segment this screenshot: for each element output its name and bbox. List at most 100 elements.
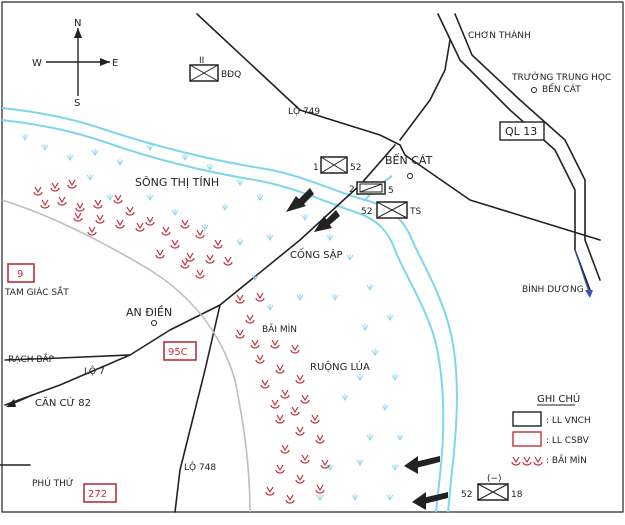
mine-mark — [255, 354, 265, 364]
mine-mark — [180, 259, 190, 269]
label-school-1: TRƯỜNG TRUNG HỌC — [511, 71, 611, 83]
vegetation-tick — [41, 144, 49, 151]
vegetation-tick — [381, 404, 389, 411]
label-tam-giac-sat: TAM GIÁC SẮT — [4, 285, 69, 298]
label-ruong-lua: RUỘNG LÚA — [310, 360, 370, 373]
label-chon-thanh: CHƠN THÀNH — [468, 29, 531, 41]
vegetation-tick — [116, 159, 124, 166]
compass-e: E — [112, 58, 118, 69]
enemy-unit-95c: 95C — [163, 341, 197, 361]
vegetation-tick — [266, 304, 274, 311]
mine-mark — [185, 252, 195, 262]
enemy-9-label: 9 — [17, 269, 23, 280]
mine-mark — [67, 179, 77, 189]
mine-mark — [180, 219, 190, 229]
enemy-272-label: 272 — [88, 489, 107, 500]
vegetation-tick — [106, 194, 114, 201]
unit-2-5: 2 5 — [349, 181, 394, 196]
legend-title: GHI CHÚ — [537, 392, 580, 405]
vegetation-tick — [386, 314, 394, 321]
vegetation-tick — [21, 134, 29, 141]
mine-mark — [320, 459, 330, 469]
vegetation-tick — [171, 209, 179, 216]
mine-mark — [235, 294, 245, 304]
unit-1-52: 1 52 — [313, 156, 361, 174]
vegetation-tick — [256, 194, 264, 201]
mine-mark — [533, 456, 543, 466]
vegetation-tick — [86, 174, 94, 181]
legend-llvnch: : LL VNCH — [546, 416, 591, 426]
mine-mark — [223, 256, 233, 266]
vegetation-tick — [266, 234, 274, 241]
unit-ts-label: TS — [409, 207, 421, 217]
mine-mark — [280, 389, 290, 399]
mine-mark — [57, 196, 67, 206]
unit-bdq: II BĐQ — [189, 56, 241, 82]
mine-mark — [300, 454, 310, 464]
unit-52b-label: 52 — [361, 207, 372, 217]
compass-n: N — [74, 18, 81, 29]
vegetation-tick — [236, 239, 244, 246]
legend: GHI CHÚ : LL VNCH : LL CSBV : BÃI MÌN — [511, 392, 591, 466]
mine-mark — [33, 186, 43, 196]
mine-mark — [235, 329, 245, 339]
mine-mark — [195, 229, 205, 239]
vegetation-tick — [356, 459, 364, 466]
mine-mark — [522, 456, 532, 466]
mine-mark — [295, 426, 305, 436]
mine-mark — [113, 194, 123, 204]
mine-mark — [161, 226, 171, 236]
unit-bdq-label: BĐQ — [221, 70, 241, 80]
mine-mark — [195, 269, 205, 279]
mine-mark — [295, 474, 305, 484]
mine-mark — [255, 292, 265, 302]
unit-52a-label: 52 — [350, 163, 361, 173]
unit-1-label: 1 — [313, 163, 319, 173]
enemy-95c-label: 95C — [168, 347, 188, 358]
vegetation-tick — [396, 434, 404, 441]
river — [1, 107, 458, 513]
unit-bdq-ii: II — [199, 56, 204, 66]
vegetation-tick — [356, 374, 364, 381]
vegetation-tick — [366, 284, 374, 291]
label-rach-bap: RẠCH BẮP — [8, 352, 55, 365]
mine-mark — [93, 199, 103, 209]
vegetation-tick — [351, 494, 359, 501]
label-cong-sap: CỐNG SẬP — [290, 247, 342, 261]
mine-mark — [285, 494, 295, 504]
mine-mark — [40, 199, 50, 209]
unit-52-18: (−) 52 18 — [461, 474, 523, 501]
vegetation-tick — [146, 144, 154, 151]
mine-mark — [50, 182, 60, 192]
legend-llcsbv: : LL CSBV — [546, 436, 590, 446]
mine-mark — [310, 414, 320, 424]
mine-mark — [115, 219, 125, 229]
mine-mark — [275, 364, 285, 374]
map-frame — [1, 1, 624, 513]
mine-mark — [270, 399, 280, 409]
label-song-thi-tinh: SÔNG THỊ TÍNH — [135, 176, 219, 189]
label-can-cu-82: CĂN CỨ 82 — [35, 396, 91, 409]
label-lo748: LỘ 748 — [184, 461, 216, 473]
mine-mark — [275, 464, 285, 474]
place-labels: CHƠN THÀNH TRƯỜNG TRUNG HỌC BẾN CÁT QL 1… — [4, 29, 611, 489]
mine-mark — [280, 444, 290, 454]
vegetation-tick — [296, 294, 304, 301]
vegetation-tick — [366, 434, 374, 441]
label-phu-thu: PHÚ THỨ — [32, 477, 74, 489]
vegetation-tick — [201, 224, 209, 231]
mine-mark — [295, 374, 305, 384]
vegetation-tick — [326, 234, 334, 241]
vegetation-tick — [361, 324, 369, 331]
vegetation-tick — [66, 154, 74, 161]
label-ql13: QL 13 — [505, 125, 537, 138]
mine-mark — [290, 406, 300, 416]
minefield-marks — [33, 179, 330, 504]
mine-mark — [315, 484, 325, 494]
unit-52c-label: 52 — [461, 490, 472, 500]
label-school-2: BẾN CÁT — [542, 83, 581, 95]
mine-mark — [265, 486, 275, 496]
mine-mark — [315, 434, 325, 444]
vegetation-tick — [391, 374, 399, 381]
mine-mark — [87, 226, 97, 236]
